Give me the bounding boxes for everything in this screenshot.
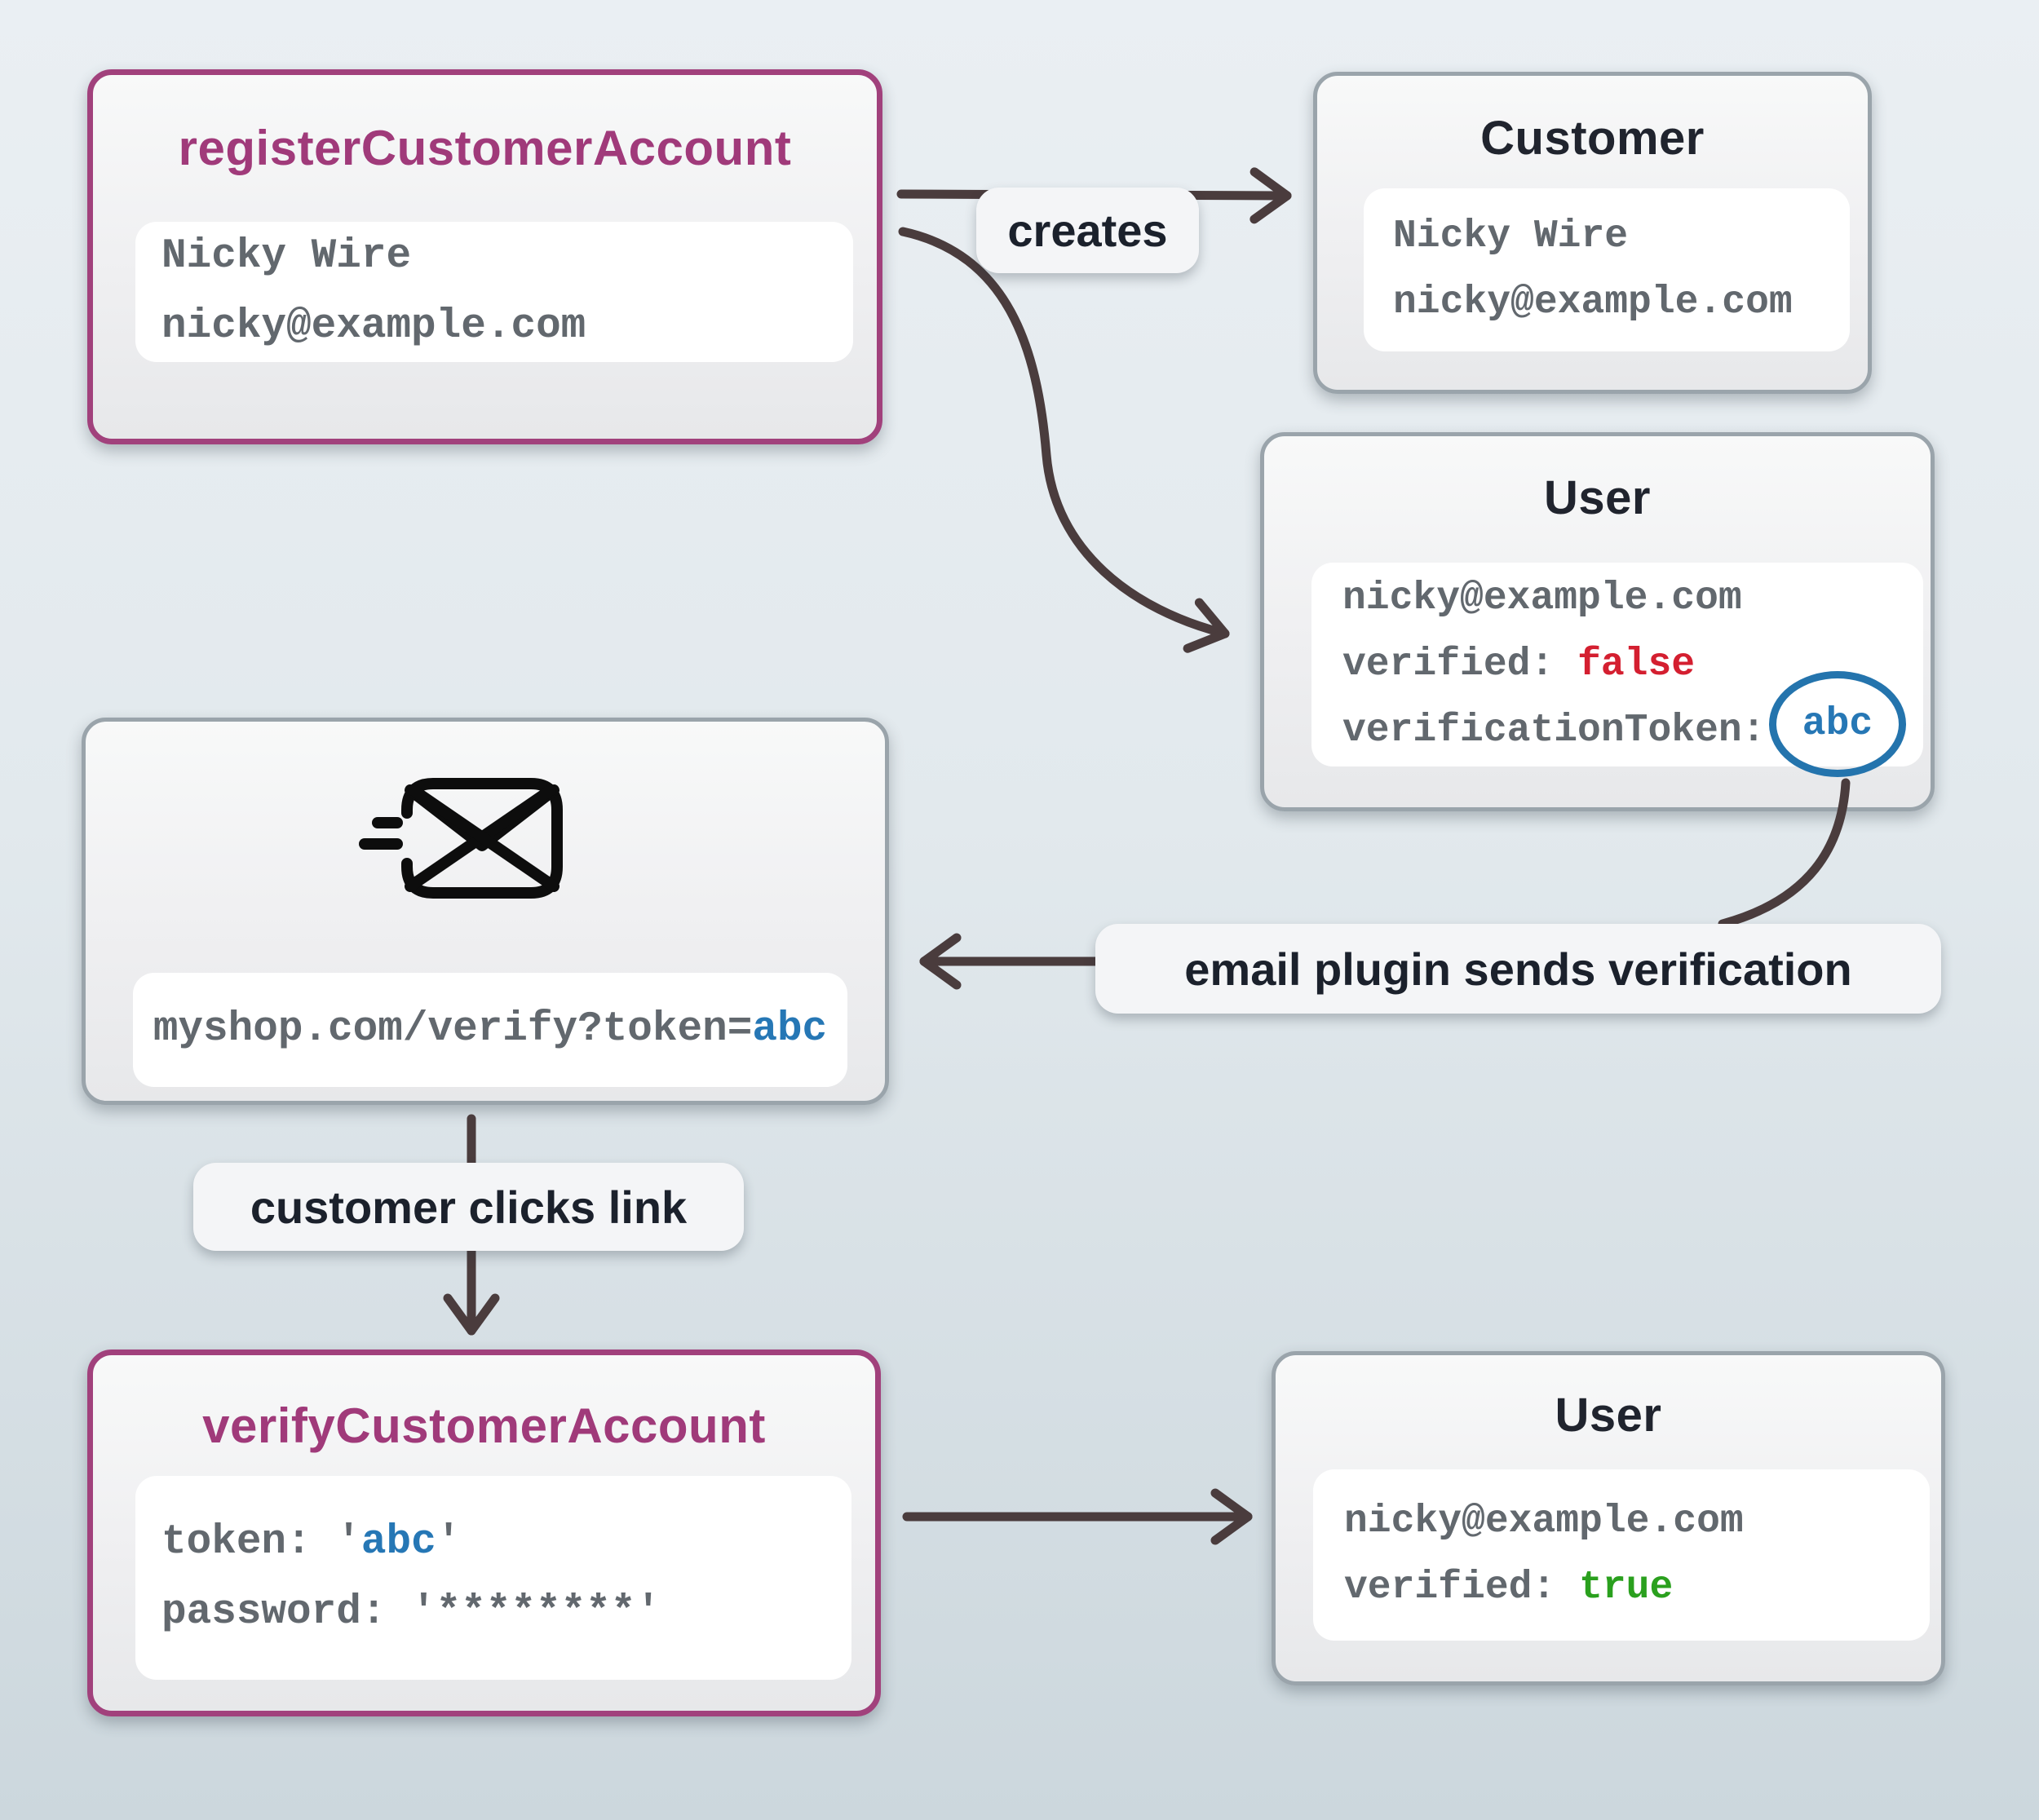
verify-token-line: token: 'abc' bbox=[161, 1519, 462, 1566]
customer-name-text: Nicky Wire bbox=[1393, 214, 1629, 258]
verified-false-value: false bbox=[1577, 642, 1696, 687]
email-message-node: myshop.com/verify?token=abc bbox=[82, 718, 889, 1105]
register-name-text: Nicky Wire bbox=[161, 233, 412, 280]
user-unverified-node-body: nicky@example.com verified: false verifi… bbox=[1311, 563, 1923, 766]
verify-customer-account-node: verifyCustomerAccount token: 'abc' passw… bbox=[87, 1350, 881, 1716]
creates-label: creates bbox=[976, 188, 1199, 273]
customer-node-title: Customer bbox=[1480, 112, 1705, 165]
register-customer-account-node: registerCustomerAccount Nicky Wire nicky… bbox=[87, 69, 882, 444]
user-verified-node: User nicky@example.com verified: true bbox=[1272, 1351, 1945, 1685]
user-unverified-node: User nicky@example.com verified: false v… bbox=[1260, 432, 1935, 811]
register-node-title: registerCustomerAccount bbox=[178, 121, 792, 175]
arrow-register-to-user bbox=[898, 227, 1230, 653]
customer-node: Customer Nicky Wire nicky@example.com bbox=[1313, 72, 1872, 394]
verification-url-token: abc bbox=[752, 1006, 828, 1053]
verify-password-line: password: '********' bbox=[161, 1589, 661, 1636]
customer-node-body: Nicky Wire nicky@example.com bbox=[1364, 188, 1850, 351]
customer-email-text: nicky@example.com bbox=[1393, 281, 1793, 325]
user-verified-node-title: User bbox=[1555, 1389, 1662, 1442]
verification-url: myshop.com/verify?token=abc bbox=[133, 973, 847, 1087]
email-plugin-sends-verification-label: email plugin sends verification bbox=[1095, 924, 1941, 1014]
user-unverified-email-text: nicky@example.com bbox=[1342, 576, 1742, 621]
verify-node-title: verifyCustomerAccount bbox=[202, 1398, 766, 1453]
user-unverified-node-title: User bbox=[1544, 471, 1651, 524]
verify-node-body: token: 'abc' password: '********' bbox=[135, 1476, 851, 1680]
register-email-text: nicky@example.com bbox=[161, 303, 586, 350]
verify-token-value: abc bbox=[360, 1519, 436, 1566]
verify-password-value: '********' bbox=[411, 1589, 661, 1636]
user-verified-email-text: nicky@example.com bbox=[1344, 1500, 1744, 1544]
token-circle: abc bbox=[1769, 671, 1906, 777]
verification-url-prefix: myshop.com/verify?token= bbox=[153, 1006, 753, 1053]
token-circle-value: abc bbox=[1802, 702, 1873, 746]
verified-true-value: true bbox=[1579, 1566, 1674, 1610]
customer-clicks-link-label: customer clicks link bbox=[193, 1163, 744, 1251]
user-unverified-token-line: verificationToken: bbox=[1342, 708, 1766, 753]
user-verified-node-body: nicky@example.com verified: true bbox=[1313, 1469, 1930, 1641]
user-verified-verified-line: verified: true bbox=[1344, 1566, 1674, 1610]
mail-send-icon bbox=[355, 777, 567, 899]
user-unverified-verified-line: verified: false bbox=[1342, 642, 1696, 687]
register-node-body: Nicky Wire nicky@example.com bbox=[135, 222, 853, 362]
